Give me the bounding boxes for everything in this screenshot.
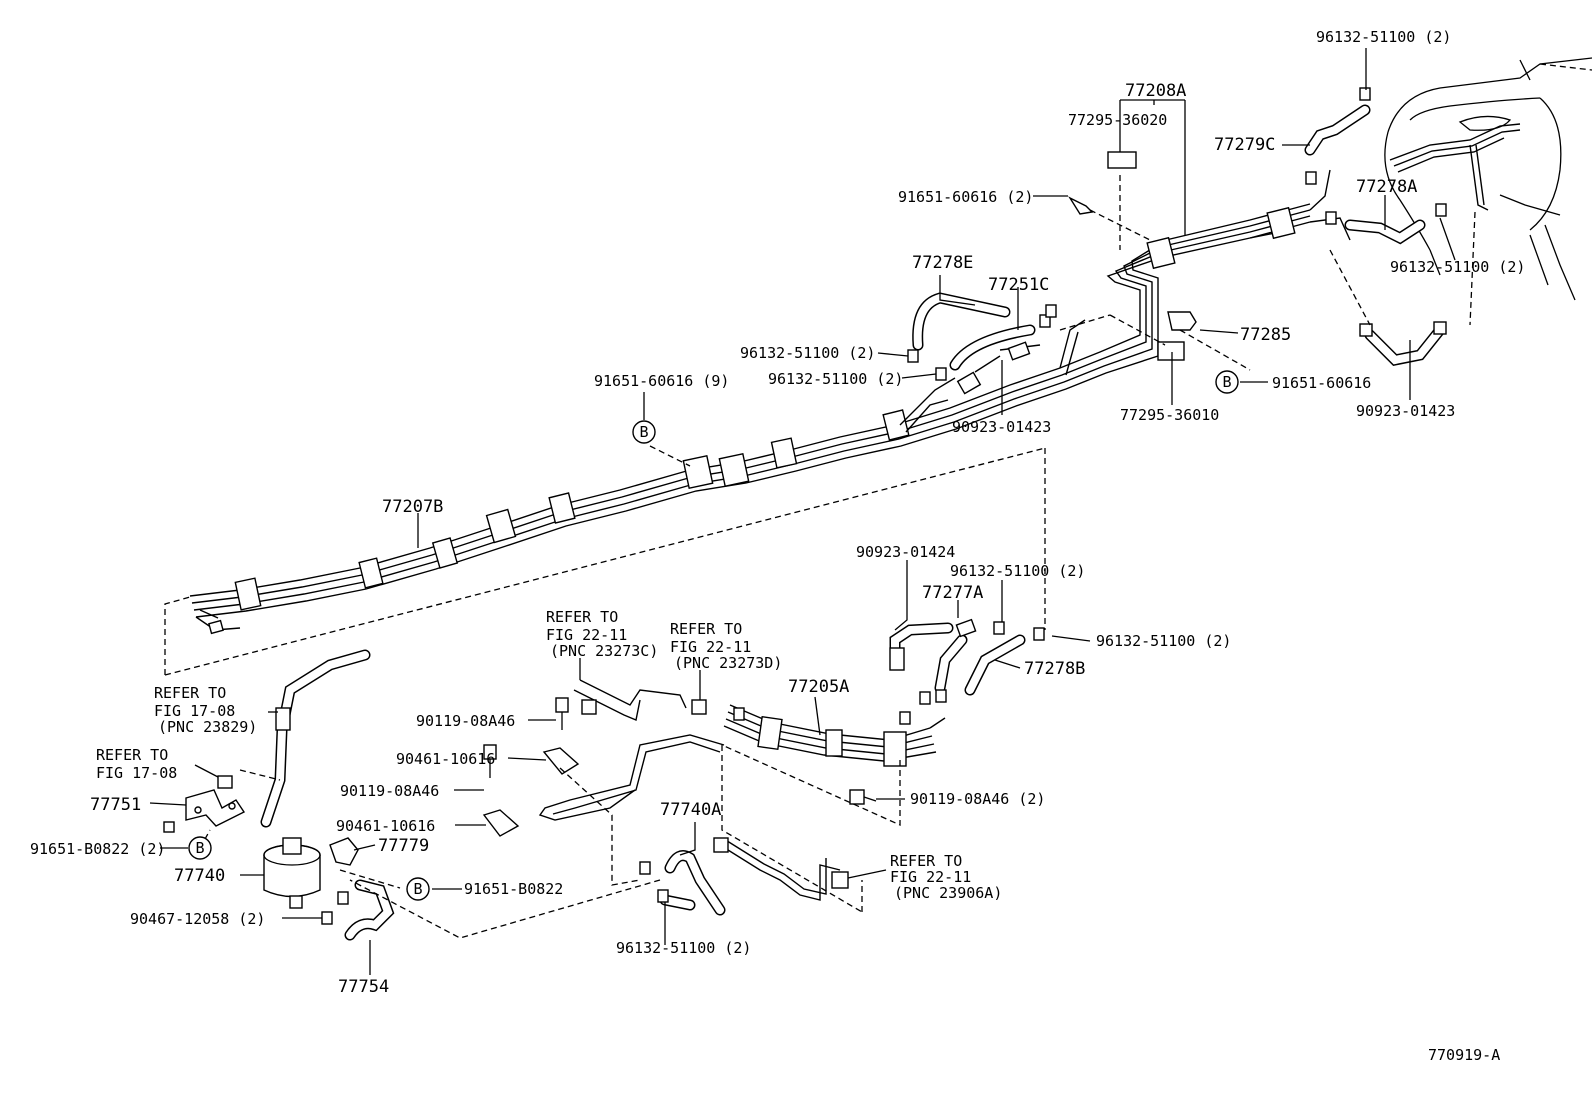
svg-text:FIG 22-11: FIG 22-11 xyxy=(670,638,751,656)
label-96132-top: 96132-51100 (2) xyxy=(1316,28,1451,46)
ref-note-22-11-a: REFER TO FIG 22-11 (PNC 23906A) xyxy=(890,852,1002,902)
lower-pipe-bundle xyxy=(538,618,1045,821)
label-90119-b: 90119-08A46 xyxy=(340,782,439,800)
label-90119-a: 90119-08A46 xyxy=(416,712,515,730)
leader-lines xyxy=(149,48,1456,975)
label-90923-01423-mid: 90923-01423 xyxy=(952,418,1051,436)
label-77278E: 77278E xyxy=(912,253,973,273)
upper-pipe-bundle xyxy=(189,169,1351,635)
svg-text:FIG 22-11: FIG 22-11 xyxy=(890,868,971,886)
label-77278B: 77278B xyxy=(1024,659,1085,679)
svg-text:FIG 17-08: FIG 17-08 xyxy=(96,764,177,782)
label-90467: 90467-12058 (2) xyxy=(130,910,265,928)
ref-note-17-08-a: REFER TO FIG 17-08 (PNC 23829) xyxy=(154,684,257,736)
label-91651-b0822-2: 91651-B0822 (2) xyxy=(30,840,165,858)
label-77285: 77285 xyxy=(1240,325,1291,345)
part-labels: 96132-51100 (2) 77208A 77295-36020 77279… xyxy=(30,28,1525,1064)
lower-hoses xyxy=(639,837,849,916)
label-96132-c: 96132-51100 (2) xyxy=(950,562,1085,580)
label-77751: 77751 xyxy=(90,795,141,815)
label-77251C: 77251C xyxy=(988,275,1049,295)
figure-code: 770919-A xyxy=(1428,1046,1500,1064)
label-91651-b0822: 91651-B0822 xyxy=(464,880,563,898)
svg-text:(PNC 23273D): (PNC 23273D) xyxy=(674,654,782,672)
label-77279C: 77279C xyxy=(1214,135,1275,155)
label-77207B: 77207B xyxy=(382,497,443,517)
label-77295-36010: 77295-36010 xyxy=(1120,406,1219,424)
fuel-tank xyxy=(1384,57,1592,301)
label-77740A: 77740A xyxy=(660,800,721,820)
canister-area xyxy=(163,649,580,941)
label-77208A: 77208A xyxy=(1125,81,1186,101)
pipe-clamps xyxy=(234,206,1296,611)
label-90923-01424: 90923-01424 xyxy=(856,543,955,561)
label-77277A: 77277A xyxy=(922,583,983,603)
svg-text:REFER TO: REFER TO xyxy=(890,852,962,870)
label-77779: 77779 xyxy=(378,836,429,856)
svg-text:FIG 22-11: FIG 22-11 xyxy=(546,626,627,644)
label-90923-01423-right: 90923-01423 xyxy=(1356,402,1455,420)
svg-text:REFER TO: REFER TO xyxy=(670,620,742,638)
label-90461-b: 90461-10616 xyxy=(336,817,435,835)
marker-b-1 xyxy=(632,420,656,444)
dashed-leaders xyxy=(164,175,1476,939)
label-77278A: 77278A xyxy=(1356,177,1417,197)
marker-b-4 xyxy=(406,877,430,901)
label-90461-a: 90461-10616 xyxy=(396,750,495,768)
ref-note-22-11-d: REFER TO FIG 22-11 (PNC 23273D) xyxy=(670,620,782,672)
marker-b-group: B B B B xyxy=(188,370,1239,901)
marker-b-3 xyxy=(188,836,212,860)
svg-text:B: B xyxy=(1222,373,1231,391)
svg-text:(PNC 23273C): (PNC 23273C) xyxy=(550,642,658,660)
svg-text:B: B xyxy=(639,423,648,441)
label-77754: 77754 xyxy=(338,977,389,997)
ref-note-17-08-b: REFER TO FIG 17-08 xyxy=(96,746,177,782)
label-91651-60616-b: 91651-60616 xyxy=(1272,374,1371,392)
label-96132-right: 96132-51100 (2) xyxy=(1390,258,1525,276)
clips-upper xyxy=(907,87,1447,381)
svg-text:FIG 17-08: FIG 17-08 xyxy=(154,702,235,720)
label-77205A: 77205A xyxy=(788,677,849,697)
svg-text:(PNC 23829): (PNC 23829) xyxy=(158,718,257,736)
label-90119-c: 90119-08A46 (2) xyxy=(910,790,1045,808)
label-91651-60616-9: 91651-60616 (9) xyxy=(594,372,729,390)
svg-text:B: B xyxy=(195,839,204,857)
label-77295-36020: 77295-36020 xyxy=(1068,111,1167,129)
svg-text:REFER TO: REFER TO xyxy=(96,746,168,764)
svg-text:REFER TO: REFER TO xyxy=(546,608,618,626)
ref-note-22-11-c: REFER TO FIG 22-11 (PNC 23273C) xyxy=(546,608,658,660)
label-96132-a: 96132-51100 (2) xyxy=(740,344,875,362)
label-96132-d: 96132-51100 (2) xyxy=(1096,632,1231,650)
svg-text:B: B xyxy=(413,880,422,898)
marker-b-2 xyxy=(1215,370,1239,394)
label-77740: 77740 xyxy=(174,866,225,886)
label-96132-bottom: 96132-51100 (2) xyxy=(616,939,751,957)
svg-text:(PNC 23906A): (PNC 23906A) xyxy=(894,884,1002,902)
svg-text:REFER TO: REFER TO xyxy=(154,684,226,702)
label-96132-b: 96132-51100 (2) xyxy=(768,370,903,388)
label-91651-60616-2: 91651-60616 (2) xyxy=(898,188,1033,206)
